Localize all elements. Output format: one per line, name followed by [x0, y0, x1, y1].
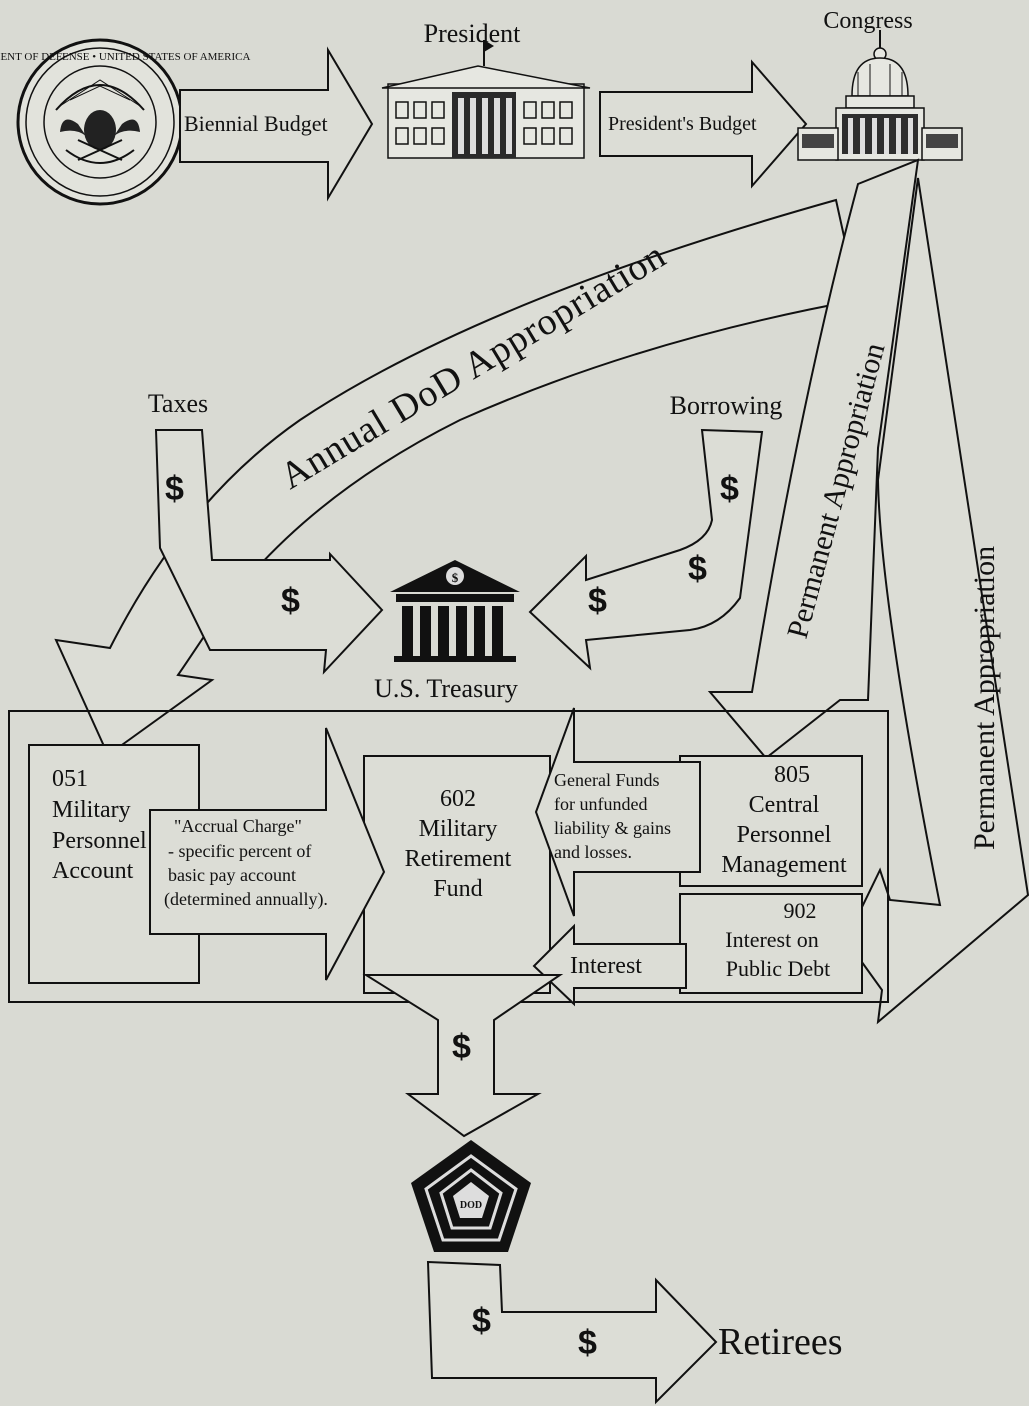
retirees-dollar-sign-2: $	[578, 1324, 597, 1362]
biennial-budget-label: Biennial Budget	[184, 111, 328, 136]
fund-to-dod-dollar-sign: $	[452, 1028, 471, 1066]
accrual-line4: (determined annually).	[164, 889, 328, 910]
permanent-appropriation-arrow-1	[707, 158, 920, 760]
account-902-line1: Interest on	[725, 927, 818, 952]
account-902-line2: Public Debt	[726, 956, 831, 981]
borrowing-label: Borrowing	[670, 391, 783, 420]
account-805-box	[679, 755, 863, 887]
accrual-line3: basic pay account	[168, 865, 296, 885]
account-805-line3: Management	[721, 852, 847, 878]
general-funds-arrow	[534, 707, 701, 917]
congress-label: Congress	[823, 8, 912, 34]
account-902-number: 902	[784, 898, 817, 923]
taxes-dollar-sign: $	[165, 470, 184, 508]
general-funds-line4: and losses.	[554, 842, 632, 862]
treasury-building-icon: $	[390, 560, 520, 662]
biennial-budget-arrow	[179, 46, 374, 202]
permanent-appropriation-label-2: Permanent Appropriation	[968, 546, 1001, 850]
account-051-number: 051	[52, 766, 88, 792]
accrual-line1: "Accrual Charge"	[174, 816, 302, 836]
retirees-arrow	[426, 1260, 718, 1405]
account-602-box	[363, 755, 551, 994]
taxes-arrow	[154, 429, 384, 675]
account-602-line1: Military	[419, 816, 498, 842]
account-051-line2: Personnel	[52, 828, 147, 854]
permanent-appropriation-arrow-2	[844, 177, 1029, 1025]
white-house-icon	[381, 40, 591, 159]
pentagon-dod-icon: DOD	[411, 1140, 531, 1252]
account-602-line2: Retirement	[405, 846, 512, 872]
pentagon-label: DOD	[460, 1200, 482, 1211]
account-051-line1: Military	[52, 797, 131, 823]
accrual-charge-arrow	[149, 727, 386, 981]
annual-dod-label: Annual DoD Appropriation	[273, 234, 673, 498]
account-602-line3: Fund	[433, 876, 482, 902]
fund-to-dod-arrow	[362, 974, 564, 1138]
borrowing-arrow	[528, 428, 764, 671]
account-902-box	[679, 893, 863, 994]
general-funds-line3: liability & gains	[554, 818, 671, 838]
accrual-line2: - specific percent of	[168, 841, 311, 861]
dod-seal-icon: DEPARTMENT OF DEFENSE • UNITED STATES OF…	[0, 38, 250, 206]
interest-label: Interest	[570, 953, 642, 979]
account-602-number: 602	[440, 786, 476, 812]
interest-arrow	[532, 923, 687, 1007]
borrowing-dollar-sign-1: $	[720, 470, 739, 508]
retirees-dollar-sign-1: $	[472, 1302, 491, 1340]
retirees-label: Retirees	[718, 1321, 843, 1363]
taxes-to-treasury-dollar-sign: $	[281, 582, 300, 620]
annual-dod-appropriation-arrow	[54, 198, 860, 757]
borrowing-dollar-sign-3: $	[588, 582, 607, 620]
general-funds-line1: General Funds	[554, 770, 659, 790]
seal-ring-text: DEPARTMENT OF DEFENSE • UNITED STATES OF…	[0, 51, 250, 63]
account-051-line3: Account	[52, 858, 134, 884]
account-805-line2: Personnel	[737, 822, 832, 848]
taxes-label: Taxes	[148, 389, 208, 418]
borrowing-dollar-sign-2: $	[688, 550, 707, 588]
president-label: President	[424, 19, 522, 48]
account-805-line1: Central	[749, 792, 820, 818]
presidents-budget-arrow	[599, 59, 808, 189]
treasury-dollar-glyph: $	[452, 570, 459, 585]
presidents-budget-label: President's Budget	[608, 113, 757, 135]
capitol-icon	[797, 30, 963, 161]
treasury-label: U.S. Treasury	[374, 674, 518, 703]
general-funds-line2: for unfunded	[554, 794, 647, 814]
account-805-number: 805	[774, 762, 810, 788]
